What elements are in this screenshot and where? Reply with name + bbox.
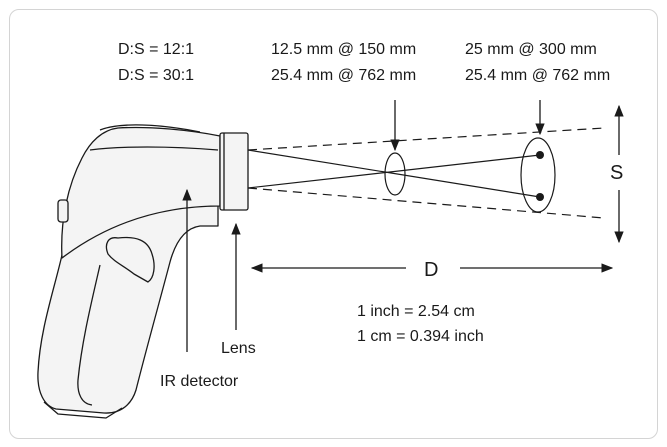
optical-cone <box>247 127 605 219</box>
far-spot-spec-1: 25 mm @ 300 mm <box>465 41 597 58</box>
beam-upper-solid <box>247 149 541 198</box>
gun-top-ridge <box>99 124 201 133</box>
gun-trigger <box>105 236 155 283</box>
distance-label: D <box>424 259 438 281</box>
gun-base <box>43 401 123 419</box>
far-spot-upper-dot <box>536 151 544 159</box>
ir-detector-label: IR detector <box>160 373 239 390</box>
side-button <box>57 199 69 223</box>
near-spot-ellipse <box>384 152 406 196</box>
ratio-label-2: D:S = 30:1 <box>118 67 194 84</box>
far-spot-lower-dot <box>536 193 544 201</box>
cm-to-inch-conversion: 1 cm = 0.394 inch <box>357 328 484 345</box>
spot-size-label: S <box>610 162 623 184</box>
beam-upper-dashed <box>247 127 605 151</box>
far-spot-spec-2: 25.4 mm @ 762 mm <box>465 67 610 84</box>
beam-lower-solid <box>247 154 541 189</box>
thermometer-gun <box>37 124 249 419</box>
near-spot-spec-1: 12.5 mm @ 150 mm <box>271 41 416 58</box>
beam-lower-dashed <box>247 187 605 219</box>
inch-to-cm-conversion: 1 inch = 2.54 cm <box>357 303 475 320</box>
lens-collar <box>219 132 249 211</box>
far-spot-ellipse <box>520 137 556 213</box>
ratio-label-1: D:S = 12:1 <box>118 41 194 58</box>
gun-side-line <box>89 146 219 151</box>
near-spot-spec-2: 25.4 mm @ 762 mm <box>271 67 416 84</box>
pointer-arrows <box>182 100 624 352</box>
lens-label: Lens <box>221 340 256 357</box>
gun-body <box>61 126 221 259</box>
gun-grip <box>77 264 101 406</box>
